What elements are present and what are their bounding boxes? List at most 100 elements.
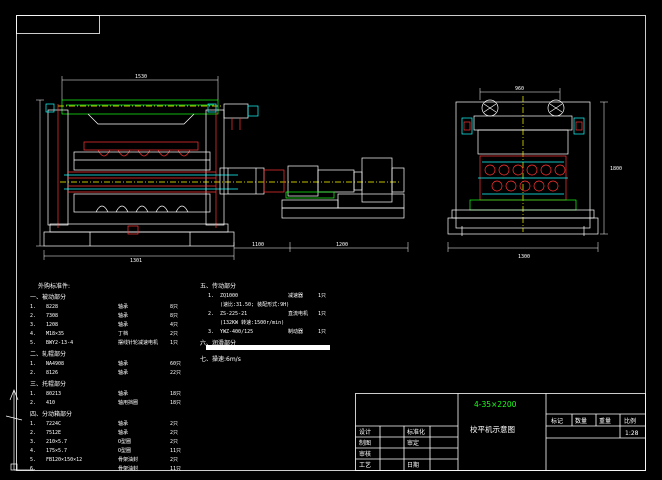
part-qty: 1只 (318, 329, 326, 335)
part-name: 轴承 (118, 429, 128, 436)
title-block-value: 标准化 (407, 428, 425, 436)
part-code: FB120×150×12 (46, 457, 82, 463)
part-name: 轴承 (118, 312, 128, 319)
part-qty: 4只 (170, 322, 178, 328)
part-number: 4. (30, 331, 36, 337)
part-qty: 11只 (170, 466, 181, 472)
side-view: 960 (447, 86, 622, 260)
part-qty: 2只 (170, 331, 178, 337)
part-qty: 1只 (318, 293, 326, 299)
front-dim-top (61, 76, 219, 100)
part-number: 1. (30, 391, 36, 397)
part-number: 1. (30, 304, 36, 310)
parts-section-title: 一、被动部分 (30, 293, 66, 301)
parts-section-title: 七、操速:6m/s (200, 355, 241, 363)
part-code: (速比:31.50; 装配形式:9H) (220, 301, 289, 308)
part-name: 减速器 (288, 292, 303, 299)
part-qty: 2只 (170, 439, 178, 445)
title-block-col-headers: 标记 数量 重量 比例 (551, 417, 636, 425)
part-code: 8126 (46, 370, 58, 376)
part-code: 8228 (46, 304, 58, 310)
part-qty: 1只 (318, 311, 326, 317)
dim-front-mid: 1100 (252, 242, 264, 248)
part-number: 3. (30, 439, 36, 445)
dim-side-bottom: 1300 (518, 254, 530, 260)
part-name: 轴承 (118, 321, 128, 328)
part-name: 直流电机 (288, 310, 308, 317)
front-view: 1530 1301 1100 1200 (36, 74, 409, 264)
part-qty: 8只 (170, 304, 178, 310)
part-name: 轴承 (118, 369, 128, 376)
part-name: 轴承 (118, 360, 128, 367)
part-name: 轴承 (118, 303, 128, 310)
part-number: 1. (30, 421, 36, 427)
title-block-rows: 设计标准化制图审定审核工艺日期 (359, 428, 425, 469)
parts-section-title: 六、润滑部分 (200, 339, 236, 347)
part-name: 丁档 (118, 330, 128, 337)
part-name: 骨架油封 (118, 456, 138, 463)
dim-front-total: 1530 (135, 74, 147, 80)
drawing-model: 4-35×2200 (474, 400, 517, 409)
part-number: 5. (30, 457, 36, 463)
part-number: 3. (208, 329, 214, 335)
parts-section-title: 二、轧辊部分 (30, 350, 66, 358)
part-qty: 2只 (170, 457, 178, 463)
title-block (355, 393, 646, 471)
part-qty: 18只 (170, 391, 181, 397)
title-block-col-header: 标记 (551, 417, 563, 425)
part-name: 摆线针轮减速电机 (118, 339, 158, 346)
drawing-title: 校平机示意图 (470, 424, 515, 434)
drawing-scale: 1:28 (625, 430, 639, 437)
part-code: 410 (46, 400, 55, 406)
part-code: 175×5.7 (46, 448, 67, 454)
title-block-role: 工艺 (359, 461, 371, 469)
part-number: 5. (30, 340, 36, 346)
title-block-col-header: 数量 (575, 417, 587, 425)
part-qty: 2只 (170, 430, 178, 436)
part-code: 80213 (46, 391, 61, 397)
dim-front-right: 1200 (336, 242, 348, 248)
title-block-role: 设计 (359, 428, 371, 436)
parts-section-title: 五、传动部分 (200, 282, 236, 290)
dim-side-height: 1800 (610, 166, 622, 172)
part-qty: 22只 (170, 370, 181, 376)
part-number: 6. (30, 466, 36, 472)
part-number: 4. (30, 448, 36, 454)
part-qty: 1只 (170, 340, 178, 346)
part-number: 1. (30, 361, 36, 367)
part-name: 轴承 (118, 420, 128, 427)
part-number: 2. (30, 313, 36, 319)
title-block-value: 日期 (407, 461, 419, 469)
part-code: (132KW 转速:1500r/min) (220, 319, 284, 326)
part-code: 7224C (46, 421, 61, 427)
title-block-value: 审定 (407, 439, 419, 447)
part-code: BWY2-13-4 (46, 340, 73, 346)
part-name: 轴承 (118, 390, 128, 397)
part-name: 骨架油封 (118, 465, 138, 472)
part-qty: 11只 (170, 448, 181, 454)
part-number: 2. (208, 311, 214, 317)
part-qty: 8只 (170, 313, 178, 319)
part-code: 7512E (46, 430, 61, 436)
part-name: O型圈 (118, 447, 131, 454)
dim-side-top: 960 (515, 86, 524, 92)
parts-section-title: 四、分动箱部分 (30, 410, 72, 418)
part-code: ZS-225-21 (220, 311, 247, 317)
part-name: 制动器 (288, 328, 303, 335)
part-qty: 2只 (170, 421, 178, 427)
part-number: 2. (30, 430, 36, 436)
title-block-col-header: 比例 (624, 417, 636, 425)
part-number: 3. (30, 322, 36, 328)
part-code: M18×35 (46, 331, 64, 337)
title-block-col-header: 重量 (599, 417, 611, 425)
part-code: NA4908 (46, 361, 64, 367)
lubrication-bar (206, 345, 330, 350)
part-code: YWZ-400/125 (220, 329, 253, 335)
part-code: ZQ1000 (220, 293, 238, 299)
part-code: 210×5.7 (46, 439, 67, 445)
part-qty: 18只 (170, 400, 181, 406)
part-qty: 60只 (170, 361, 181, 367)
